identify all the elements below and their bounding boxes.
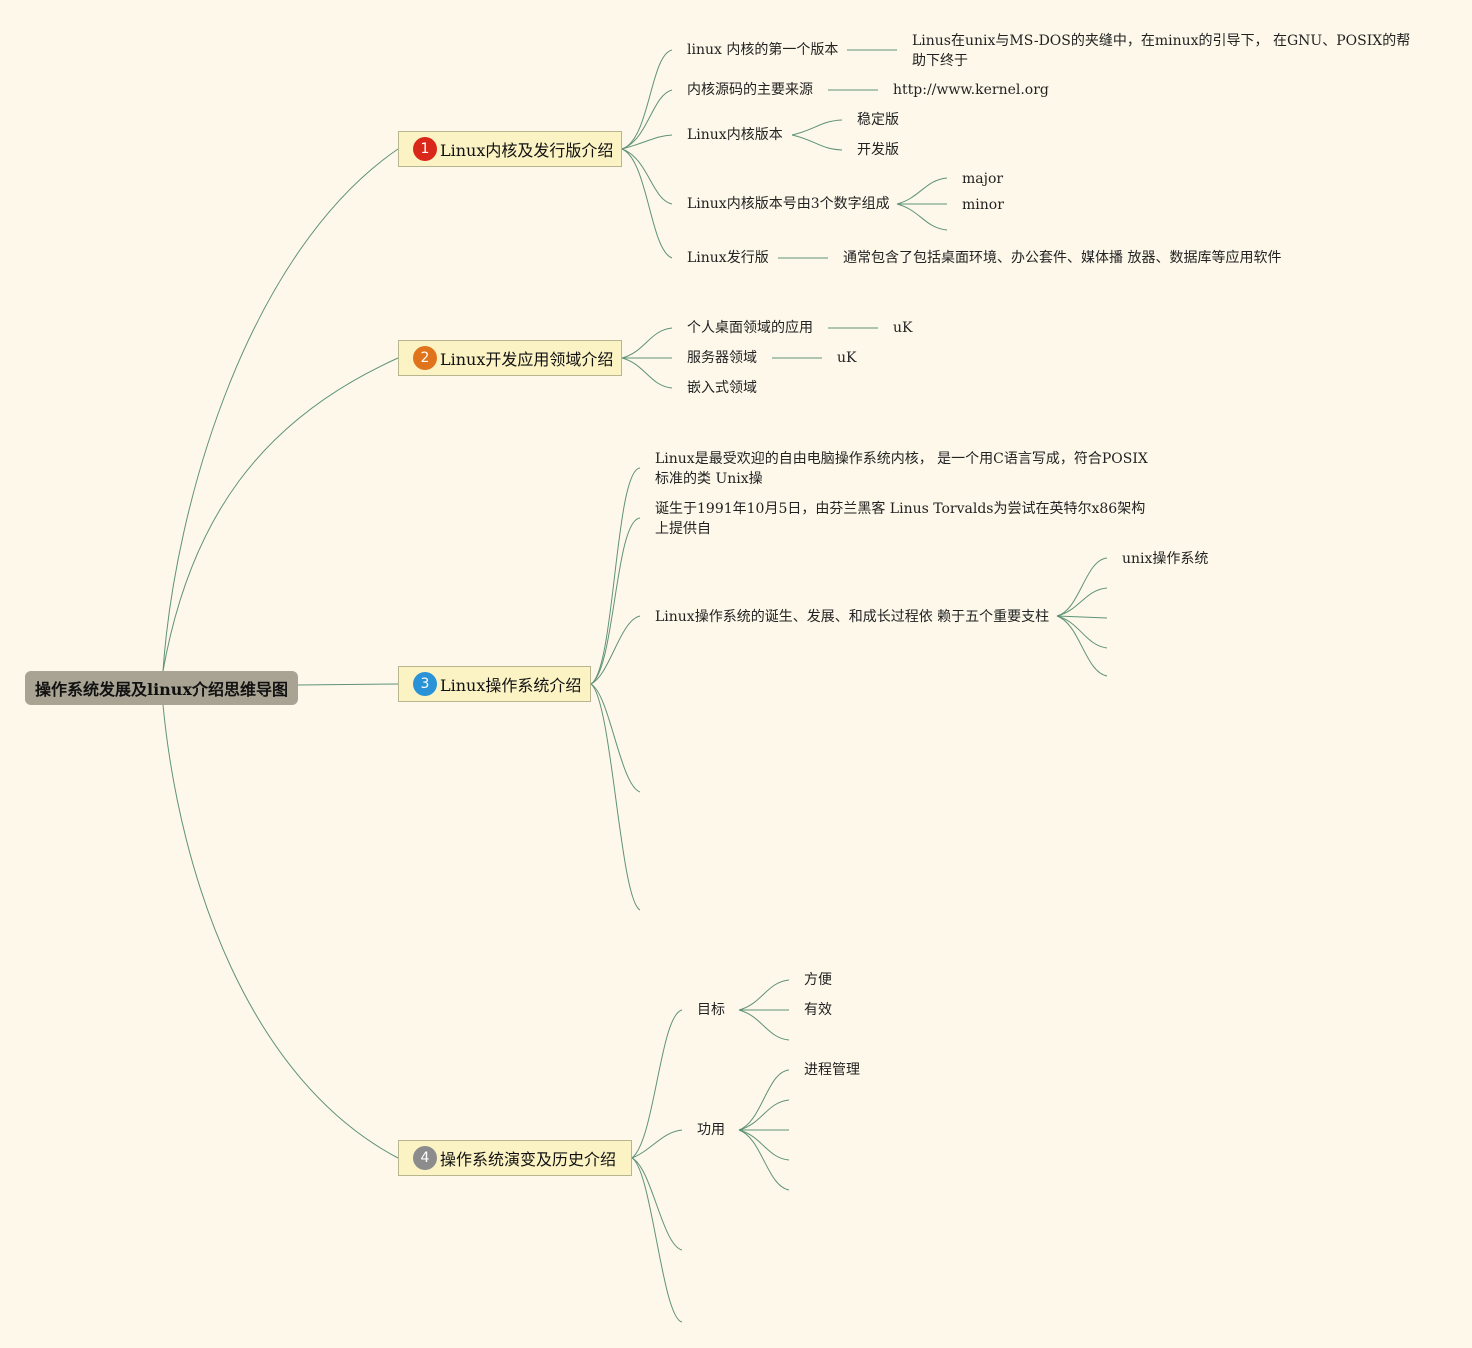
node-server[interactable]: 服务器领域 xyxy=(687,350,757,366)
node-major[interactable]: major xyxy=(962,171,1004,187)
topic-label: Linux内核及发行版介绍 xyxy=(440,141,614,160)
node-distributions-detail[interactable]: 通常包含了包括桌面环境、办公套件、媒体播 放器、数据库等应用软件 xyxy=(843,250,1282,266)
node-convenient[interactable]: 方便 xyxy=(804,972,832,988)
root-topic[interactable]: 操作系统发展及linux介绍思维导图 xyxy=(25,671,298,705)
topic-linux-applications[interactable]: 2 Linux开发应用领域介绍 xyxy=(398,340,622,376)
node-distributions[interactable]: Linux发行版 xyxy=(687,250,769,266)
priority-1-icon: 1 xyxy=(413,137,437,161)
node-version-number[interactable]: Linux内核版本号由3个数字组成 xyxy=(687,196,890,212)
node-five-pillars[interactable]: Linux操作系统的诞生、发展、和成长过程依 赖于五个重要支柱 xyxy=(655,609,1050,625)
priority-3-icon: 3 xyxy=(413,672,437,696)
topic-label: 操作系统演变及历史介绍 xyxy=(440,1150,617,1169)
node-kernel-source[interactable]: 内核源码的主要来源 xyxy=(687,82,813,98)
node-minor[interactable]: minor xyxy=(962,197,1004,213)
priority-2-icon: 2 xyxy=(413,346,437,370)
topic-linux-kernel[interactable]: 1 Linux内核及发行版介绍 xyxy=(398,131,622,167)
node-kernel-url[interactable]: http://www.kernel.org xyxy=(893,82,1049,98)
node-kernel-versions[interactable]: Linux内核版本 xyxy=(687,127,783,143)
topic-os-history[interactable]: 4 操作系统演变及历史介绍 xyxy=(398,1140,632,1176)
node-process-management[interactable]: 进程管理 xyxy=(804,1062,860,1078)
node-desktop-apps[interactable]: 个人桌面领域的应用 xyxy=(687,320,813,336)
node-first-kernel-detail[interactable]: Linus在unix与MS-DOS的夹缝中，在minux的引导下， 在GNU、P… xyxy=(912,33,1411,69)
node-first-kernel-version[interactable]: linux 内核的第一个版本 xyxy=(687,42,839,58)
node-goal[interactable]: 目标 xyxy=(697,1002,725,1018)
node-dev-version[interactable]: 开发版 xyxy=(857,142,899,158)
priority-4-icon: 4 xyxy=(413,1146,437,1170)
node-unix-os[interactable]: unix操作系统 xyxy=(1122,551,1209,567)
topic-linux-os[interactable]: 3 Linux操作系统介绍 xyxy=(398,666,591,702)
node-linux-birth[interactable]: 诞生于1991年10月5日，由芬兰黑客 Linus Torvalds为尝试在英特… xyxy=(655,501,1146,537)
node-stable-version[interactable]: 稳定版 xyxy=(857,112,899,128)
node-server-detail[interactable]: uK xyxy=(837,350,857,366)
root-topic-label: 操作系统发展及linux介绍思维导图 xyxy=(35,680,288,699)
topic-label: Linux开发应用领域介绍 xyxy=(440,350,614,369)
node-desktop-apps-detail[interactable]: uK xyxy=(893,320,913,336)
node-effective[interactable]: 有效 xyxy=(804,1002,832,1018)
node-embedded[interactable]: 嵌入式领域 xyxy=(687,380,757,396)
node-linux-definition[interactable]: Linux是最受欢迎的自由电脑操作系统内核， 是一个用C语言写成，符合POSIX… xyxy=(655,451,1148,487)
node-function[interactable]: 功用 xyxy=(697,1122,725,1138)
topic-label: Linux操作系统介绍 xyxy=(440,676,582,695)
